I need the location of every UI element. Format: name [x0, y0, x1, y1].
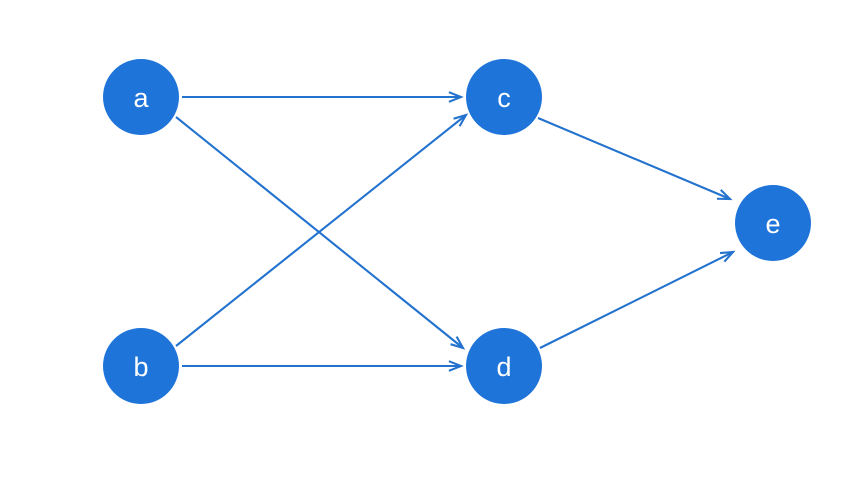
node-layer: a b c d e: [103, 59, 811, 404]
edge-b-to-d[interactable]: [182, 360, 464, 372]
node-e[interactable]: e: [735, 185, 811, 261]
edge-c-to-e[interactable]: [537, 117, 733, 201]
edge-a-to-c-arrowhead: [448, 91, 464, 103]
node-d-label: d: [496, 352, 511, 382]
node-a-label: a: [133, 83, 149, 113]
node-b-label: b: [133, 352, 148, 382]
edge-a-to-d-arrowhead: [450, 336, 466, 350]
edge-b-to-c-arrowhead: [453, 113, 469, 127]
edge-d-to-e[interactable]: [539, 250, 736, 349]
edge-b-to-c[interactable]: [175, 113, 469, 347]
edge-c-to-e-line: [537, 117, 731, 200]
node-b[interactable]: b: [103, 328, 179, 404]
node-a[interactable]: a: [103, 59, 179, 135]
edge-d-to-e-arrowhead: [719, 250, 736, 263]
node-a-circle: [103, 59, 179, 135]
node-e-label: e: [765, 209, 780, 239]
edge-layer: [175, 91, 736, 372]
edge-b-to-c-line: [175, 114, 467, 347]
node-d-circle: [466, 328, 542, 404]
node-c[interactable]: c: [466, 59, 542, 135]
edge-b-to-d-arrowhead: [448, 360, 464, 372]
edge-c-to-e-arrowhead: [716, 189, 733, 201]
node-c-circle: [466, 59, 542, 135]
edge-d-to-e-line: [539, 251, 734, 349]
node-e-circle: [735, 185, 811, 261]
node-d[interactable]: d: [466, 328, 542, 404]
edge-a-to-c[interactable]: [182, 91, 464, 103]
node-b-circle: [103, 328, 179, 404]
node-c-label: c: [497, 83, 511, 113]
